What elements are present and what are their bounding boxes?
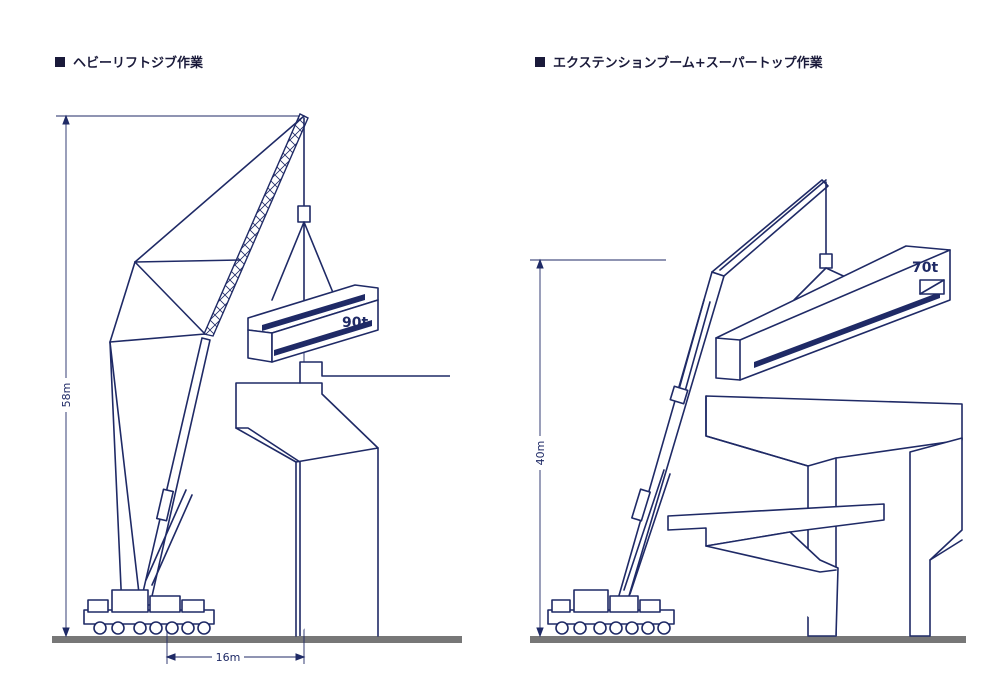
right-diagram: 40m [530,179,966,643]
lattice-jib-left [203,113,309,337]
height-dimension-right: 40m [530,258,666,638]
height-label-left: 58m [60,383,73,408]
super-top-right [711,179,829,277]
bridge-pier-left [235,361,450,637]
ground-right [530,636,966,643]
load-label-left: 90t [342,315,368,331]
main-boom-left [139,337,211,606]
load-girder-left: 90t [247,284,379,363]
load-girder-right: 70t [715,245,951,381]
square-bullet-icon [535,56,545,67]
hoist-rigging-left [271,117,337,301]
left-panel-heading: ヘビーリフトジブ作業 [55,52,203,71]
carrier-truck-right [547,589,675,635]
left-panel-title: ヘビーリフトジブ作業 [73,56,204,71]
radius-label-left: 16m [216,651,241,664]
carrier-truck-left [83,589,215,635]
right-panel-title: エクステンションブーム+スーパートップ作業 [553,56,823,71]
hoist-rigging-right [793,181,853,301]
extension-boom-right [615,271,725,607]
left-diagram: 58m 16m [52,113,462,664]
bridge-structure-right [667,395,963,637]
height-label-right: 40m [534,441,547,466]
right-panel-heading: エクステンションブーム+スーパートップ作業 [535,52,823,71]
ground-left [52,636,462,643]
square-bullet-icon [55,56,65,67]
strut-frame-left [109,115,305,611]
load-label-right: 70t [912,260,938,276]
height-dimension-left: 58m [56,114,300,638]
